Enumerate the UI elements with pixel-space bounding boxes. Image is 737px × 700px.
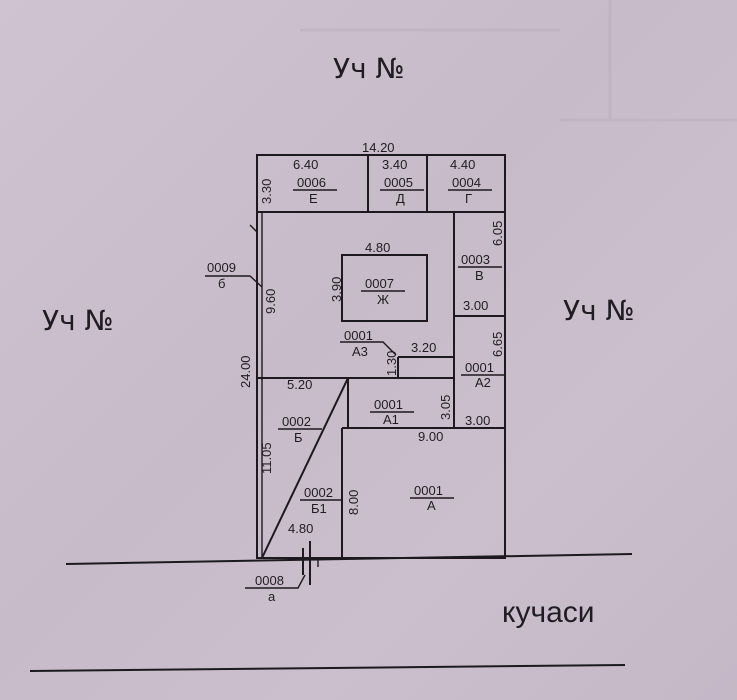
neighbor-top-label: Уч № — [333, 52, 405, 85]
room-a3: 0001 А3 — [344, 328, 373, 359]
svg-text:А1: А1 — [383, 412, 399, 427]
dim-total-width: 14.20 — [362, 140, 395, 155]
room-a: 0001 А — [410, 483, 454, 513]
svg-text:Г: Г — [465, 191, 472, 206]
dim-room-zh-width: 4.80 — [365, 240, 390, 255]
svg-text:б: б — [218, 276, 225, 291]
room-a2: 0001 А2 — [461, 360, 505, 390]
svg-text:Ж: Ж — [377, 292, 389, 307]
dim-room-b-width: 5.20 — [287, 377, 312, 392]
svg-text:0002: 0002 — [282, 414, 311, 429]
room-b: 0002 Б — [278, 414, 322, 445]
svg-text:0006: 0006 — [297, 175, 326, 190]
dim-left-upper: 9.60 — [263, 289, 278, 314]
dim-gate-width: 4.80 — [288, 521, 313, 536]
svg-text:0001: 0001 — [414, 483, 443, 498]
svg-text:А: А — [427, 498, 436, 513]
dim-total-depth: 24.00 — [238, 355, 253, 388]
dim-room-a3-width: 3.20 — [411, 340, 436, 355]
svg-text:0007: 0007 — [365, 276, 394, 291]
svg-text:Д: Д — [396, 191, 405, 206]
dim-room-v-width: 3.00 — [463, 298, 488, 313]
neighbor-right-label: Уч № — [563, 294, 635, 327]
neighbor-left-label: Уч № — [42, 304, 114, 337]
street-label: кучаси — [502, 596, 595, 629]
dim-room-d-width: 3.40 — [382, 157, 407, 172]
dim-room-a3-height: 1.30 — [384, 351, 399, 376]
room-g: 0004 Г — [448, 175, 492, 206]
svg-text:Б1: Б1 — [311, 501, 327, 516]
svg-text:В: В — [475, 268, 484, 283]
svg-text:0001: 0001 — [374, 397, 403, 412]
dim-room-a1-height: 3.05 — [438, 395, 453, 420]
dim-top-row-height: 3.30 — [259, 179, 274, 204]
svg-text:а: а — [268, 589, 276, 604]
svg-text:0002: 0002 — [304, 485, 333, 500]
svg-text:0001: 0001 — [465, 360, 494, 375]
dim-room-zh-height: 3.90 — [329, 277, 344, 302]
room-v: 0003 В — [458, 252, 502, 283]
svg-text:Б: Б — [294, 430, 303, 445]
room-a-gate: 0008 а — [255, 573, 284, 604]
dim-room-e-width: 6.40 — [293, 157, 318, 172]
dim-room-a2-width: 3.00 — [465, 413, 490, 428]
dim-left-lower: 11.05 — [259, 442, 274, 474]
dim-room-a-height: 8.00 — [346, 490, 361, 515]
plot-boundary — [256, 154, 506, 559]
room-b1: 0002 Б1 — [300, 485, 342, 516]
dim-room-v-height: 6.05 — [490, 221, 505, 246]
svg-text:0003: 0003 — [461, 252, 490, 267]
svg-text:0009: 0009 — [207, 260, 236, 275]
room-e: 0006 Е — [293, 175, 337, 206]
room-d: 0005 Д — [380, 175, 424, 206]
svg-text:0004: 0004 — [452, 175, 481, 190]
room-b-small: 0009 б — [207, 260, 236, 291]
svg-text:А2: А2 — [475, 375, 491, 390]
svg-text:Е: Е — [309, 191, 318, 206]
svg-text:0005: 0005 — [384, 175, 413, 190]
room-zh: 0007 Ж — [361, 276, 405, 307]
svg-text:А3: А3 — [352, 344, 368, 359]
dim-room-a-width: 9.00 — [418, 429, 443, 444]
dim-room-g-width: 4.40 — [450, 157, 475, 172]
svg-text:0008: 0008 — [255, 573, 284, 588]
room-a1: 0001 А1 — [370, 397, 414, 427]
dim-room-a2-height: 6.65 — [490, 332, 505, 357]
svg-text:0001: 0001 — [344, 328, 373, 343]
